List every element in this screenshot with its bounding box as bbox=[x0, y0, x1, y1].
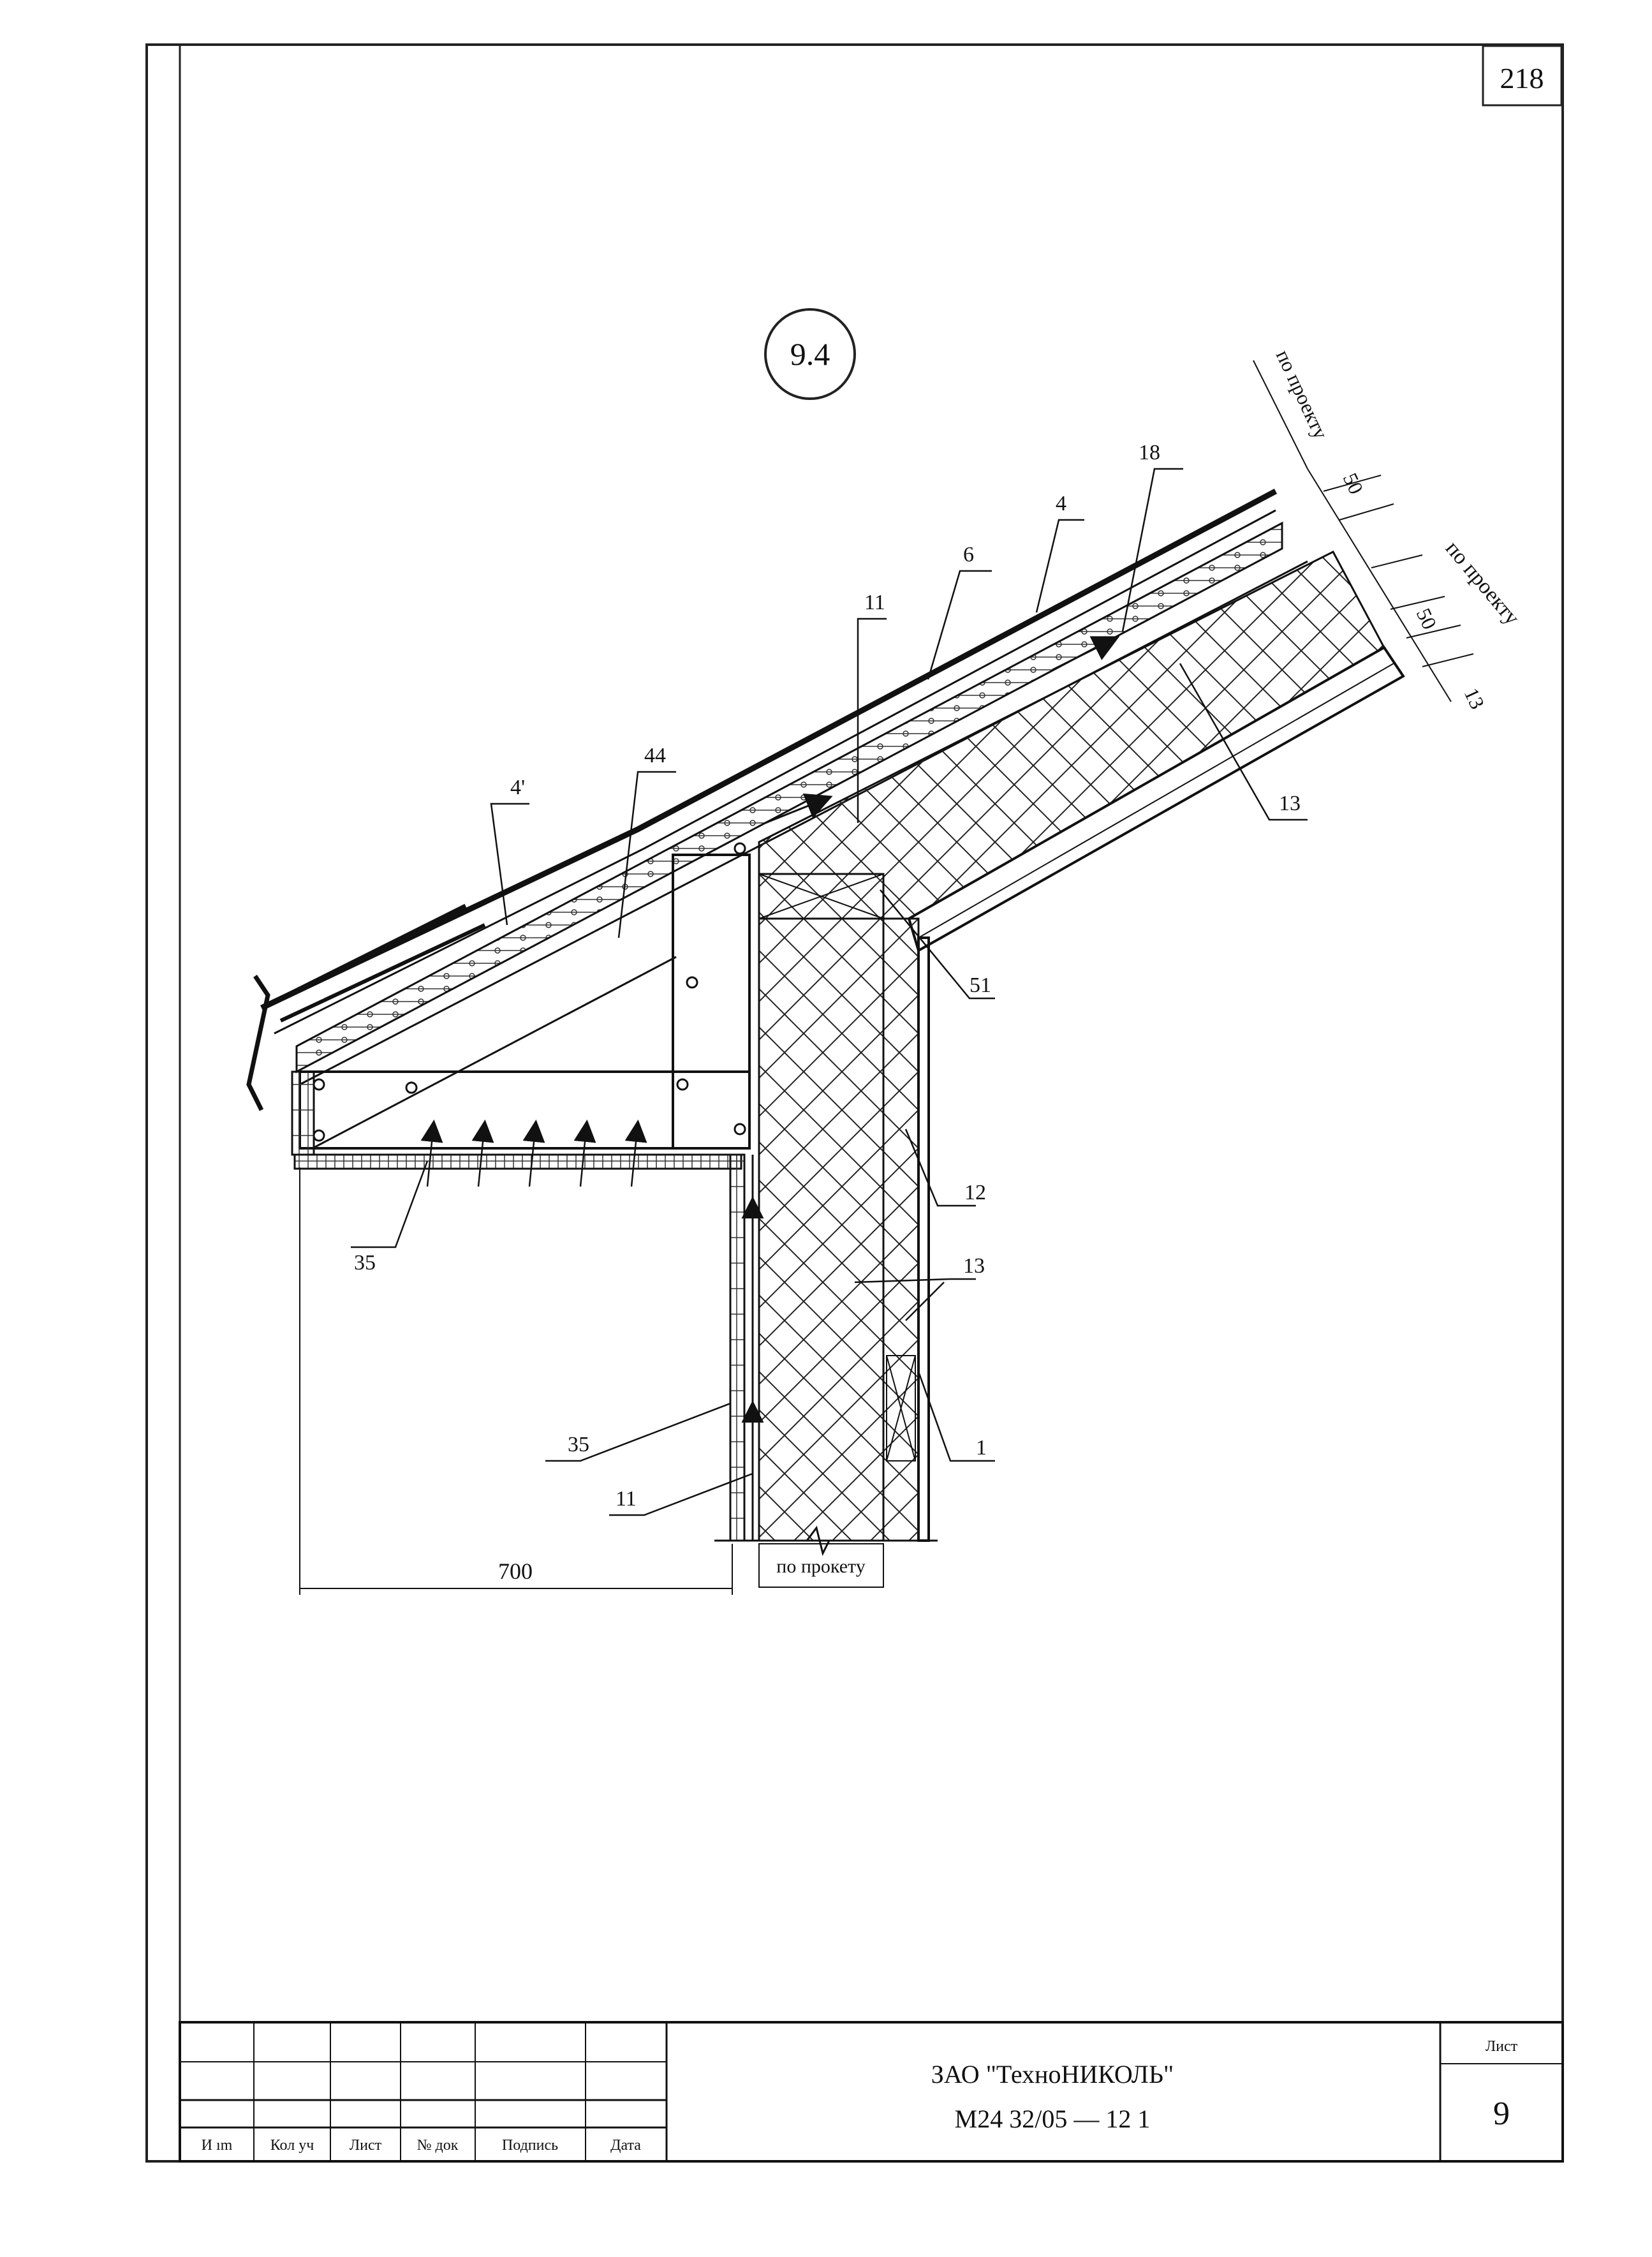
leader-lines bbox=[351, 468, 1308, 1516]
page-number: 218 bbox=[1500, 62, 1544, 94]
callout-51: 51 bbox=[970, 973, 991, 997]
sheet-label: Лист bbox=[1486, 2038, 1518, 2055]
callout-6: 6 bbox=[963, 543, 974, 566]
wall-stud bbox=[886, 1355, 916, 1462]
eave-drip-edge bbox=[246, 975, 270, 1111]
col-kol-uch: Кол уч bbox=[270, 2137, 314, 2154]
title-block bbox=[179, 2021, 1564, 2163]
eave-flash-2 bbox=[279, 923, 486, 1023]
break-line bbox=[714, 1525, 938, 1557]
wall-lining bbox=[917, 936, 930, 1542]
col-list: Лист bbox=[350, 2137, 382, 2154]
callout-4: 4 bbox=[1056, 492, 1066, 515]
dim-po-proektu-1: по проекту bbox=[1272, 346, 1333, 443]
wall-insulation bbox=[758, 917, 885, 1542]
col-doc-no: № док bbox=[417, 2137, 459, 2154]
detail-marker: 9.4 bbox=[764, 308, 856, 400]
roof-interior-line bbox=[918, 663, 1394, 938]
callout-11-top: 11 bbox=[864, 591, 885, 614]
roof-covering bbox=[260, 489, 1278, 1011]
dim-po-proektu-2: по проекту bbox=[1441, 536, 1524, 630]
col-signature: Подпись bbox=[502, 2137, 558, 2154]
callout-4prime: 4' bbox=[510, 776, 525, 799]
rafter-post bbox=[672, 854, 751, 1150]
eave-flash-1 bbox=[267, 903, 467, 1007]
dim-700: 700 bbox=[498, 1558, 533, 1584]
wall-section bbox=[714, 873, 938, 1557]
sheet-number: 9 bbox=[1493, 2096, 1510, 2132]
wall-cladding bbox=[729, 1153, 746, 1542]
dim-50-b: 50 bbox=[1412, 605, 1442, 633]
col-izm: И ım bbox=[202, 2137, 233, 2154]
fascia-end bbox=[291, 1070, 315, 1156]
detail-id: 9.4 bbox=[790, 336, 830, 372]
sheathing-board bbox=[295, 521, 1283, 1074]
callout-12: 12 bbox=[964, 1181, 986, 1204]
page-number-box: 218 bbox=[1482, 45, 1563, 107]
document-code: М24 32/05 — 12 1 bbox=[955, 2105, 1151, 2133]
callout-1: 1 bbox=[976, 1436, 987, 1460]
soffit-board bbox=[293, 1153, 742, 1170]
dim-50-a: 50 bbox=[1339, 470, 1368, 498]
airflow-arrow-2 bbox=[1052, 636, 1120, 671]
dimension-labels: по проекту 50 по проекту 50 13 700 по пр… bbox=[498, 346, 1524, 1584]
col-date: Дата bbox=[610, 2137, 641, 2154]
wall-interior-layer bbox=[882, 917, 920, 1542]
callout-35-wall: 35 bbox=[568, 1433, 589, 1456]
dim-po-proketu: по прокету bbox=[776, 1556, 865, 1577]
callout-35-soffit: 35 bbox=[354, 1251, 376, 1275]
airflow-arrow-1 bbox=[765, 793, 833, 824]
dim-13: 13 bbox=[1460, 685, 1489, 713]
title-block-text: И ım Кол уч Лист № док Подпись Дата ЗАО … bbox=[202, 2038, 1518, 2154]
roof-covering-lower bbox=[274, 509, 1276, 1035]
callout-18: 18 bbox=[1139, 441, 1160, 464]
diagonal-brace bbox=[312, 956, 677, 1150]
callout-13-roof: 13 bbox=[1279, 792, 1301, 815]
callout-13-wall: 13 bbox=[963, 1254, 985, 1278]
dimension-lines bbox=[299, 360, 1474, 1595]
callout-44: 44 bbox=[644, 744, 666, 767]
dim-po-proketu-box bbox=[758, 1543, 884, 1588]
callout-labels: 4' 44 11 6 4 18 13 51 12 13 1 35 35 11 bbox=[354, 441, 1301, 1511]
ceiling-joist bbox=[299, 1070, 751, 1150]
eave-assembly bbox=[291, 842, 751, 1187]
soffit-vent-arrows bbox=[420, 1120, 647, 1187]
company-name: ЗАО "ТехноНИКОЛЬ" bbox=[931, 2060, 1174, 2089]
callout-11-wall: 11 bbox=[616, 1487, 637, 1511]
